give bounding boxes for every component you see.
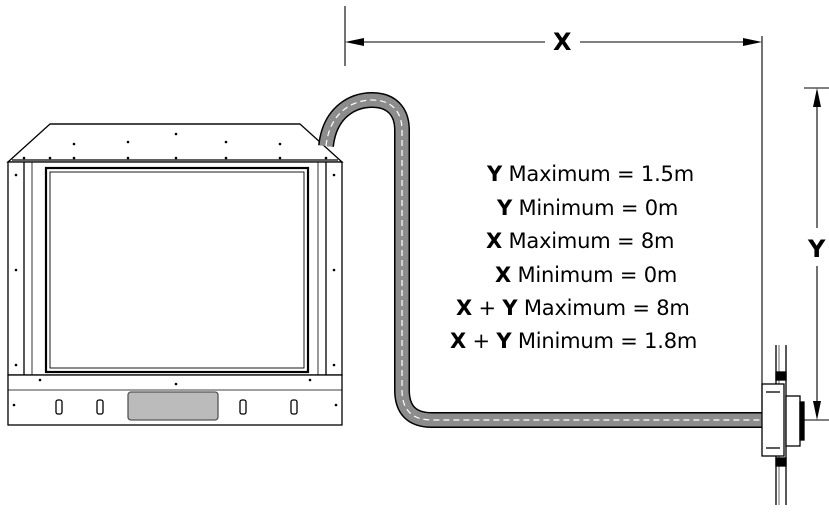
spec-y-minimum: Y Minimum = 0m <box>497 196 679 220</box>
dimension-x-label: X <box>553 28 572 56</box>
dimension-y <box>804 87 829 421</box>
spec-xy-minimum: X + Y Minimum = 1.8m <box>450 329 698 353</box>
wall-terminal <box>761 345 805 505</box>
spec-x-maximum: X Maximum = 8m <box>486 229 675 253</box>
spec-y-maximum: Y Maximum = 1.5m <box>487 162 694 186</box>
spec-x-minimum: X Minimum = 0m <box>495 263 678 287</box>
spec-xy-maximum: X + Y Maximum = 8m <box>456 296 690 320</box>
dimension-y-label: Y <box>808 235 826 263</box>
flue-pipe <box>318 92 762 428</box>
dimension-x <box>344 6 763 410</box>
fireplace-unit <box>6 123 344 426</box>
